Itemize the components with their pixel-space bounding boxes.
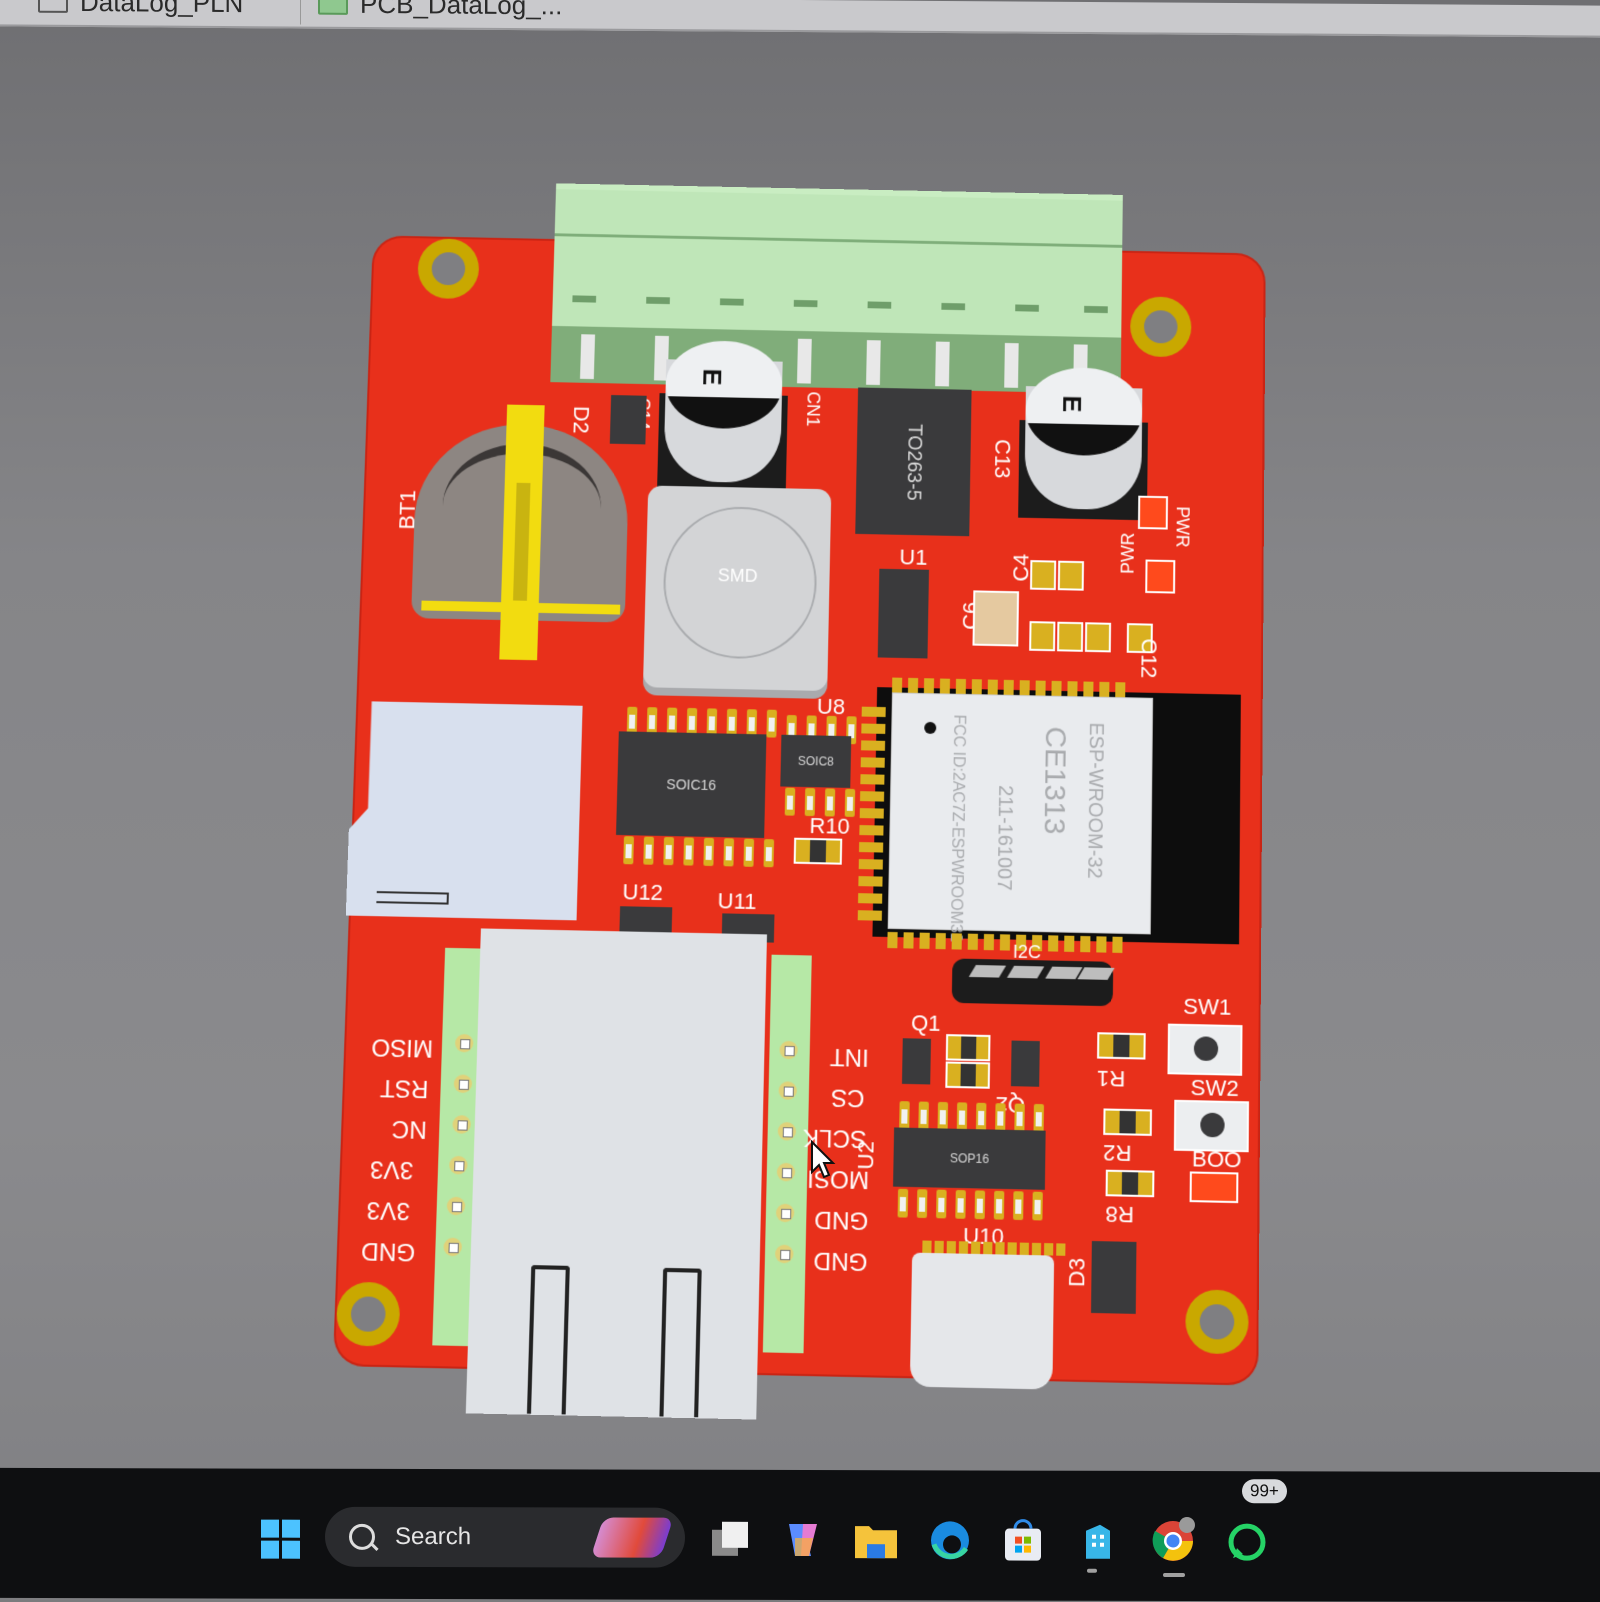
pin-label-rst: RST xyxy=(379,1073,429,1103)
pin-label-gnd: GND xyxy=(360,1236,416,1266)
label-cn1: CN1 xyxy=(802,391,824,427)
task-view-icon xyxy=(712,1521,748,1556)
folder-icon xyxy=(855,1526,897,1559)
label-u12: U12 xyxy=(622,879,664,906)
led-pwr-2 xyxy=(1145,559,1176,594)
windows-logo-icon xyxy=(260,1519,300,1559)
chrome-icon xyxy=(1152,1517,1195,1561)
tantalum-capacitor[interactable] xyxy=(972,590,1020,647)
label-r8: R8 xyxy=(1105,1201,1134,1228)
label-d3: D3 xyxy=(1063,1257,1090,1288)
label-u11: U11 xyxy=(717,888,757,915)
rj45-ethernet-jack[interactable] xyxy=(465,928,768,1420)
tab-strip: DataLog_PLN PCB_DataLog_... xyxy=(0,0,1600,38)
label-sw2: SW2 xyxy=(1190,1074,1239,1102)
label-pwr-a: PWR xyxy=(1117,532,1138,575)
search-label: Search xyxy=(395,1522,472,1551)
search-icon xyxy=(349,1523,375,1550)
label-c13: C13 xyxy=(989,438,1016,479)
tab-pcb-datalog[interactable]: PCB_DataLog_... xyxy=(318,0,562,22)
coin-cell-battery-holder[interactable] xyxy=(411,404,631,661)
label-bt1: BT1 xyxy=(394,489,421,530)
pin-label-gnd-b: GND xyxy=(813,1246,868,1276)
notification-badge: 99+ xyxy=(1242,1479,1287,1504)
mounting-hole xyxy=(416,238,480,300)
folder-icon xyxy=(38,0,68,13)
transistor-q1[interactable] xyxy=(901,1038,931,1085)
file-explorer-button[interactable] xyxy=(848,1512,904,1568)
start-button[interactable] xyxy=(252,1511,308,1567)
label-r10: R10 xyxy=(809,813,851,839)
ic-u1-sot223[interactable] xyxy=(877,568,930,659)
led-pwr-1 xyxy=(1137,495,1169,530)
mounting-hole xyxy=(1129,296,1192,358)
smd-inductor[interactable]: SMD xyxy=(642,485,832,692)
electrolytic-capacitor-c14[interactable]: E xyxy=(657,339,788,494)
azure-app-button[interactable] xyxy=(1070,1513,1126,1573)
pin-label-nc: NC xyxy=(391,1114,428,1144)
usb-c-connector[interactable] xyxy=(909,1240,1066,1390)
boot-button-sw2[interactable] xyxy=(1173,1099,1250,1153)
pcb-document-icon xyxy=(318,0,348,15)
esp-wroom-32-module[interactable]: ESP-WROOM-32 CE1313 211-161007 FCC ID:2A… xyxy=(887,692,1154,942)
tab-label: DataLog_PLN xyxy=(80,0,244,18)
label-r2: R2 xyxy=(1102,1140,1132,1167)
header-strip-right xyxy=(762,954,812,1354)
ic-u2-sop16[interactable]: SOP16 xyxy=(893,1127,1046,1190)
microsd-card-slot[interactable] xyxy=(346,701,583,920)
building-icon xyxy=(1086,1524,1110,1559)
label-boot: BOO xyxy=(1191,1145,1242,1173)
edge-icon xyxy=(931,1521,969,1560)
microsoft-store-button[interactable] xyxy=(995,1513,1051,1569)
pin-label-3v3-a: 3V3 xyxy=(369,1155,414,1184)
mounting-hole xyxy=(335,1281,401,1347)
label-r1: R1 xyxy=(1096,1065,1126,1092)
label-c12: C12 xyxy=(1136,638,1162,679)
pin-label-cs: CS xyxy=(830,1083,865,1112)
pcb-3d-view[interactable]: E E C14 C13 TO263-5 CN1 D2 BT1 SMD U1 C6 xyxy=(334,183,1264,1420)
i2c-pin-header[interactable] xyxy=(951,958,1115,1007)
tab-label: PCB_DataLog_... xyxy=(360,0,563,20)
mouse-cursor-icon xyxy=(811,1140,836,1179)
boot-led xyxy=(1189,1171,1239,1204)
ic-u8-soic8[interactable]: SOIC8 xyxy=(780,734,852,788)
terminal-block-connector[interactable] xyxy=(550,183,1123,394)
store-icon xyxy=(1005,1519,1041,1561)
pin-label-3v3-b: 3V3 xyxy=(366,1195,411,1225)
tab-separator xyxy=(300,0,301,25)
tab-datalog-pln[interactable]: DataLog_PLN xyxy=(38,0,243,20)
task-view-button[interactable] xyxy=(702,1512,758,1568)
chrome-button[interactable] xyxy=(1145,1513,1201,1578)
label-q1: Q1 xyxy=(910,1010,941,1037)
label-sw1: SW1 xyxy=(1183,993,1232,1020)
label-u1: U1 xyxy=(899,544,928,570)
pin-label-miso: MISO xyxy=(370,1033,434,1062)
active-indicator xyxy=(1163,1572,1185,1578)
search-highlight-icon xyxy=(590,1517,674,1558)
mounting-hole xyxy=(1185,1289,1249,1355)
ic-soic16[interactable]: SOIC16 xyxy=(616,731,767,839)
running-indicator xyxy=(1087,1568,1097,1573)
label-pwr-b: PWR xyxy=(1172,506,1193,548)
whatsapp-icon xyxy=(1228,1523,1266,1561)
electrolytic-capacitor-c13[interactable]: E xyxy=(1018,366,1148,521)
copilot-icon xyxy=(789,1523,817,1557)
transistor-q2[interactable] xyxy=(1010,1040,1040,1087)
windows-taskbar: Search 99+ xyxy=(0,1467,1600,1602)
edge-browser-button[interactable] xyxy=(922,1512,978,1568)
regulator-to263[interactable]: TO263-5 xyxy=(855,387,972,537)
reset-button-sw1[interactable] xyxy=(1167,1023,1243,1076)
diode-d3[interactable] xyxy=(1091,1241,1137,1314)
taskbar-search-box[interactable]: Search xyxy=(325,1506,685,1568)
pin-label-gnd-a: GND xyxy=(814,1205,869,1235)
copilot-button[interactable] xyxy=(775,1512,831,1568)
pin-label-int: INT xyxy=(829,1042,870,1071)
whatsapp-button[interactable] xyxy=(1220,1513,1276,1569)
